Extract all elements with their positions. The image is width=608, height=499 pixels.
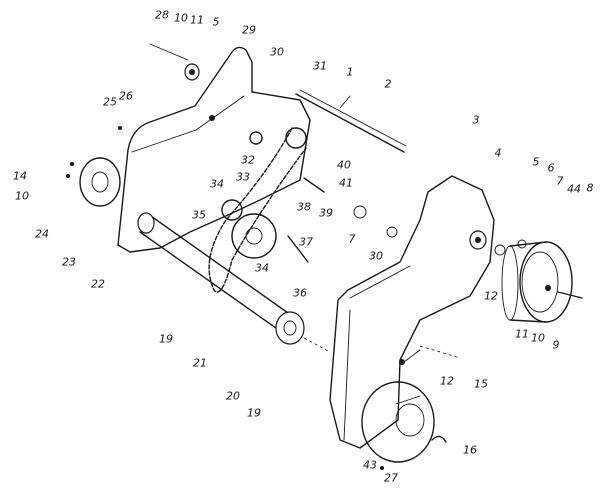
callout-label: 24 bbox=[35, 227, 49, 241]
callout-label: 20 bbox=[226, 389, 240, 403]
callout-label: 16 bbox=[463, 443, 477, 457]
callout-label: 23 bbox=[62, 255, 76, 269]
callout-label: 11 bbox=[515, 327, 529, 341]
callout-label: 26 bbox=[119, 89, 133, 103]
callout-label: 22 bbox=[91, 277, 105, 291]
left-hub bbox=[79, 157, 121, 207]
callout-label: 38 bbox=[297, 200, 311, 214]
upper-sprocket bbox=[285, 127, 307, 149]
callout-label: 2 bbox=[384, 77, 392, 91]
lower-disc bbox=[361, 381, 435, 463]
callout-label: 34 bbox=[255, 261, 269, 275]
callout-label: 32 bbox=[241, 153, 255, 167]
callout-label: 1 bbox=[346, 65, 354, 79]
drive-chain bbox=[208, 127, 307, 293]
callout-label: 7 bbox=[348, 232, 356, 246]
callout-label: 25 bbox=[103, 95, 117, 109]
callout-label: 43 bbox=[363, 458, 377, 472]
callout-label: 7 bbox=[556, 174, 564, 188]
callout-label: 37 bbox=[299, 235, 313, 249]
right-side-plate bbox=[329, 175, 495, 449]
callout-label: 34 bbox=[210, 177, 224, 191]
callout-label: 3 bbox=[472, 113, 480, 127]
callout-label: 29 bbox=[242, 23, 256, 37]
callout-label: 33 bbox=[236, 170, 250, 184]
callout-label: 4 bbox=[494, 146, 502, 160]
callout-label: 41 bbox=[339, 176, 353, 190]
callout-label: 27 bbox=[384, 471, 398, 485]
shaft-collar-19 bbox=[275, 311, 305, 345]
callout-label: 35 bbox=[192, 208, 206, 222]
callout-label: 10 bbox=[15, 189, 29, 203]
callout-label: 28 bbox=[155, 8, 169, 22]
callout-label: 10 bbox=[174, 11, 188, 25]
callout-label: 30 bbox=[369, 249, 383, 263]
callout-label: 44 bbox=[567, 182, 581, 196]
callout-label: 40 bbox=[337, 158, 351, 172]
callout-label: 5 bbox=[532, 155, 540, 169]
callout-label: 11 bbox=[190, 13, 204, 27]
callout-label: 31 bbox=[313, 59, 327, 73]
callout-label: 14 bbox=[13, 169, 27, 183]
upper-shaft bbox=[295, 93, 405, 153]
left-side-plate bbox=[117, 46, 311, 253]
callout-label: 8 bbox=[586, 181, 594, 195]
callout-label: 12 bbox=[440, 374, 454, 388]
callout-label: 9 bbox=[552, 338, 560, 352]
callout-label: 36 bbox=[293, 286, 307, 300]
small-sprocket bbox=[221, 199, 243, 221]
callout-label: 15 bbox=[474, 377, 488, 391]
callout-label: 10 bbox=[531, 331, 545, 345]
callout-label: 5 bbox=[212, 15, 220, 29]
main-shaft bbox=[139, 213, 299, 339]
callout-label: 19 bbox=[159, 332, 173, 346]
callout-label: 21 bbox=[193, 356, 207, 370]
callout-label: 30 bbox=[270, 45, 284, 59]
callout-label: 12 bbox=[484, 289, 498, 303]
callout-label: 6 bbox=[547, 161, 555, 175]
callout-label: 39 bbox=[319, 206, 333, 220]
callout-label: 19 bbox=[247, 406, 261, 420]
large-sprocket bbox=[231, 213, 277, 259]
